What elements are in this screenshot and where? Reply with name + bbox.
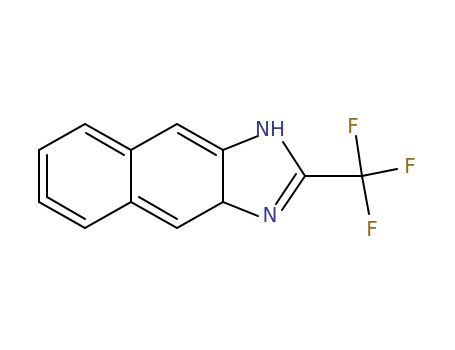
bond [176,123,224,151]
bond [222,201,259,217]
bond [222,135,259,151]
bond [38,201,86,229]
fluorine-label-bottom: F [366,217,378,241]
bond [38,123,86,151]
bond [130,123,178,151]
bond [130,201,178,229]
double-bond-inner [138,196,178,220]
bonds [38,123,398,229]
bond [361,168,398,177]
n-atom-label: N [263,203,278,227]
bond [281,175,306,211]
double-bond-inner [85,132,125,156]
double-bond-inner [177,132,217,156]
fluorine-label-top: F [347,114,359,138]
bond [361,175,370,215]
bond [282,141,306,177]
double-bond-inner [275,173,297,205]
bond [355,135,363,177]
bond [176,201,224,229]
double-bond-inner [46,196,86,220]
fluorine-label-right: F [404,154,416,178]
bond [84,123,132,151]
bond [84,201,132,229]
nh-atom-label: NH [255,117,285,141]
